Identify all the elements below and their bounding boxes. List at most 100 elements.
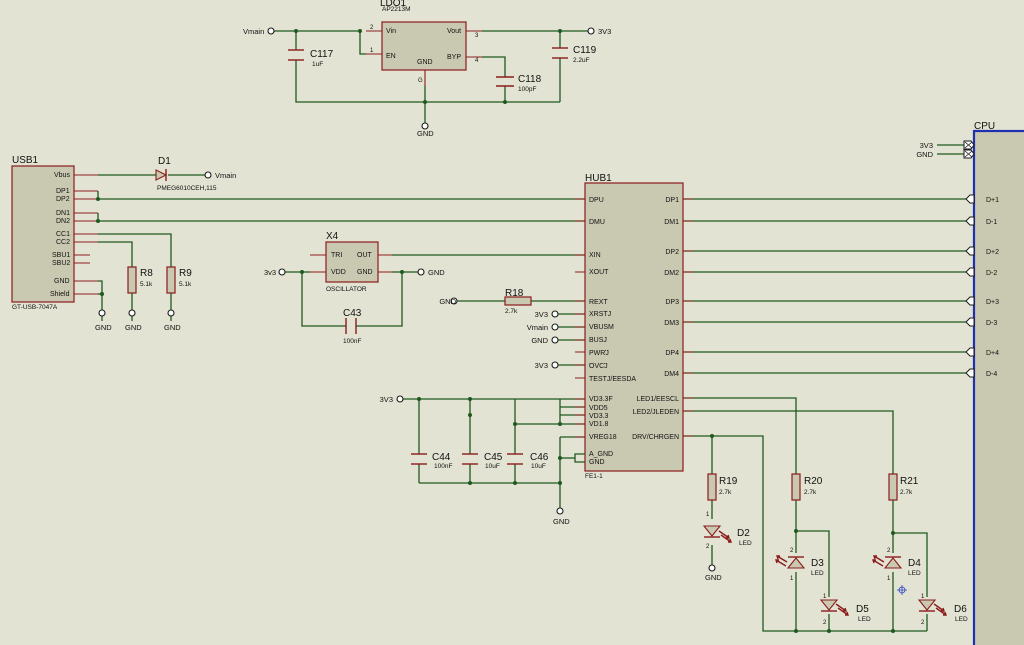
3v3-terminal[interactable] bbox=[587, 27, 595, 35]
gnd-terminal[interactable] bbox=[128, 309, 136, 317]
x4-pin-gnd: GND bbox=[357, 269, 373, 276]
hub-pin-ovcj: OVCJ bbox=[589, 363, 608, 370]
hub-pin-drv: DRV/CHRGEN bbox=[632, 434, 679, 441]
gnd-terminal[interactable] bbox=[551, 336, 559, 344]
led-pin-num: 1 bbox=[790, 576, 794, 582]
capacitor-c117[interactable] bbox=[288, 49, 304, 61]
hub-chip[interactable] bbox=[584, 182, 684, 472]
oscillator-x4[interactable] bbox=[325, 241, 379, 283]
x4-pin-out: OUT bbox=[357, 252, 373, 259]
led-d2[interactable] bbox=[702, 525, 732, 543]
cpu-port[interactable] bbox=[965, 194, 975, 204]
cpu-port[interactable] bbox=[965, 368, 975, 378]
vmain-terminal[interactable] bbox=[267, 27, 275, 35]
c119-ref: C119 bbox=[573, 45, 597, 56]
vmain-label: Vmain bbox=[527, 323, 548, 332]
capacitor-c45[interactable] bbox=[462, 453, 478, 465]
capacitor-c118[interactable] bbox=[496, 76, 514, 87]
data-bus bbox=[683, 198, 966, 374]
hub-pin-led1: LED1/EESCL bbox=[637, 396, 680, 403]
led-d3[interactable] bbox=[775, 555, 806, 569]
3v3-terminal[interactable] bbox=[551, 310, 559, 318]
cpu-port[interactable] bbox=[965, 317, 975, 327]
gnd-terminal[interactable] bbox=[421, 122, 429, 130]
gnd-terminal[interactable] bbox=[450, 297, 458, 305]
diode-d1[interactable] bbox=[155, 169, 168, 181]
hub-pin-vd33f: VD3.3F bbox=[589, 396, 613, 403]
d3-ref: D3 bbox=[811, 558, 824, 569]
gnd-terminal[interactable] bbox=[417, 268, 425, 276]
3v3-terminal[interactable] bbox=[396, 395, 404, 403]
usb-part: GT-USB-7047A bbox=[12, 304, 58, 311]
gnd-label: GND bbox=[164, 323, 181, 332]
hub-pin-busj: BUSJ bbox=[589, 337, 607, 344]
gnd-label: GND bbox=[428, 268, 445, 277]
cpu-port[interactable] bbox=[965, 246, 975, 256]
3v3-terminal[interactable] bbox=[551, 361, 559, 369]
hub-pin-dp4: DP4 bbox=[665, 350, 679, 357]
resistor-r21[interactable] bbox=[888, 473, 898, 501]
resistor-r8[interactable] bbox=[127, 266, 137, 294]
d1-part: PMEG6010CEH,115 bbox=[157, 185, 217, 192]
hub-part: FE1-1 bbox=[585, 473, 603, 480]
cpu-port[interactable] bbox=[965, 296, 975, 306]
3v3-label: 3V3 bbox=[535, 310, 548, 319]
usb-pin-sbu1: SBU1 bbox=[52, 252, 70, 259]
3v3-terminal[interactable] bbox=[278, 268, 286, 276]
r21-value: 2.7k bbox=[900, 489, 913, 496]
resistor-r18[interactable] bbox=[504, 296, 532, 306]
ldo-pin-byp: BYP bbox=[447, 54, 461, 61]
cpu-power-port[interactable] bbox=[963, 140, 975, 150]
hub-pin-dm1: DM1 bbox=[664, 219, 679, 226]
usb-pin-shield: Shield bbox=[50, 291, 70, 298]
r9-value: 5.1k bbox=[179, 281, 192, 288]
gnd-label: GND bbox=[125, 323, 142, 332]
c46-value: 10uF bbox=[531, 463, 546, 470]
hub-pin-vbusm: VBUSM bbox=[589, 324, 614, 331]
resistor-r19[interactable] bbox=[707, 473, 717, 501]
usb-pin-cc1: CC1 bbox=[56, 231, 70, 238]
c45-value: 10uF bbox=[485, 463, 500, 470]
led-section: R19 2.7k R20 2.7k R21 2.7k 1 2 D2 LED GN… bbox=[683, 397, 968, 633]
cpu-power-label: GND bbox=[916, 150, 933, 159]
cpu-port-label: D-1 bbox=[986, 219, 997, 226]
vmain-terminal[interactable] bbox=[204, 171, 212, 179]
d4-value: LED bbox=[908, 570, 921, 577]
usb-connector[interactable] bbox=[11, 165, 75, 303]
gnd-terminal[interactable] bbox=[98, 309, 106, 317]
cpu-port-label: D+4 bbox=[986, 350, 999, 357]
ldo-chip[interactable] bbox=[381, 21, 467, 71]
r20-value: 2.7k bbox=[804, 489, 817, 496]
3v3-label: 3V3 bbox=[380, 395, 393, 404]
capacitor-c46[interactable] bbox=[507, 453, 523, 465]
x4-part: OSCILLATOR bbox=[326, 286, 367, 293]
cpu-power-label: 3V3 bbox=[920, 141, 933, 150]
resistor-r20[interactable] bbox=[791, 473, 801, 501]
gnd-terminal[interactable] bbox=[708, 564, 716, 572]
led-d5[interactable] bbox=[819, 599, 849, 616]
led-d4[interactable] bbox=[872, 555, 903, 569]
resistor-r9[interactable] bbox=[166, 266, 176, 294]
capacitor-c44[interactable] bbox=[411, 453, 427, 465]
cpu-port[interactable] bbox=[965, 347, 975, 357]
cpu-port[interactable] bbox=[965, 267, 975, 277]
ldo-pin-vin: Vin bbox=[386, 28, 396, 35]
3v3-label: 3V3 bbox=[535, 361, 548, 370]
vmain-terminal[interactable] bbox=[551, 323, 559, 331]
gnd-terminal[interactable] bbox=[556, 507, 564, 515]
cpu-power-port[interactable] bbox=[963, 149, 975, 159]
capacitor-c119[interactable] bbox=[552, 47, 568, 59]
d1-ref: D1 bbox=[158, 156, 171, 167]
cpu-block[interactable] bbox=[972, 129, 1024, 645]
cpu-ref: CPU bbox=[974, 121, 995, 132]
cpu-port[interactable] bbox=[965, 216, 975, 226]
cpu-port-label: D-3 bbox=[986, 320, 997, 327]
gnd-terminal[interactable] bbox=[167, 309, 175, 317]
hub-pin-xout: XOUT bbox=[589, 269, 609, 276]
capacitor-c43[interactable] bbox=[345, 318, 357, 334]
hub-pin-dpu: DPU bbox=[589, 197, 604, 204]
led-d6[interactable] bbox=[917, 599, 947, 616]
led-pin-num: 1 bbox=[887, 576, 891, 582]
